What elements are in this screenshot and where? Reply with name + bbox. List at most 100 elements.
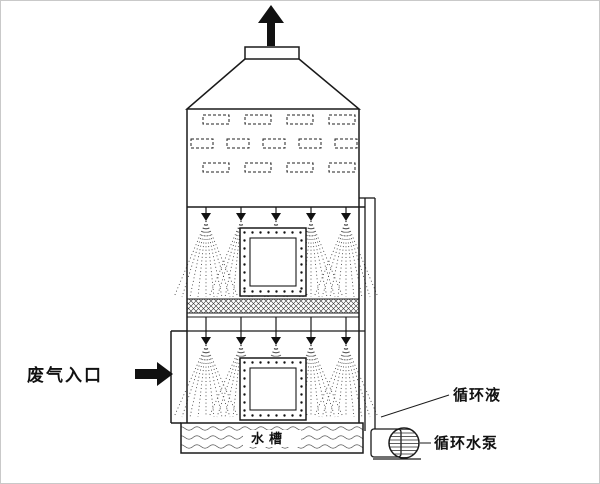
spray-jet [205,220,223,298]
lower-inspection-window [239,357,307,421]
spray-jet [329,344,347,418]
spray-jet [313,220,347,298]
bolt-dot [300,377,303,380]
packing-layer [186,298,360,314]
bolt-dot [283,414,286,417]
bolt-dot [251,290,254,293]
bolt-dot [267,231,270,234]
nozzle-icon [236,213,246,221]
stack-collar [244,46,300,60]
louver-slat [286,114,314,125]
louver-slat [334,138,358,149]
spray-jet [208,344,242,418]
louver-slat [202,114,230,125]
inlet-label: 废气入口 [27,365,103,385]
nozzle-icon [341,213,351,221]
bolt-dot [259,290,262,293]
upper-inspection-window [239,227,307,297]
bolt-dot [300,255,303,258]
spray-jet [173,344,207,418]
circulation-pipe [359,197,376,431]
spray-jet [310,220,344,298]
spray-jet [310,344,320,418]
bolt-dot [243,290,246,293]
spray-jet [197,220,207,298]
circulating-liquid-leader [380,394,450,418]
bolt-dot [243,393,246,396]
nozzle-icon [201,213,211,221]
water-tank: 水槽 [180,422,364,454]
exhaust-arrow-icon [258,5,284,46]
bolt-dot [243,377,246,380]
nozzle-icon [271,337,281,345]
bolt-dot [300,279,303,282]
circulating-pump-label: 循环水泵 [434,434,498,452]
bolt-dot [283,231,286,234]
spray-jet [224,220,242,298]
bolt-dot [243,414,246,417]
spray-jet [345,344,363,418]
spray-jet [345,220,371,298]
spray-jet [302,344,312,418]
upper-window-inner [249,237,297,287]
bolt-dot [291,290,294,293]
spray-jet [205,344,223,418]
bolt-dot [300,247,303,250]
bolt-dot [243,255,246,258]
bolt-dot [300,287,303,290]
bolt-dot [275,361,278,364]
bolt-dot [243,385,246,388]
bolt-dot [300,393,303,396]
spray-jet [310,220,336,298]
louver-slat [202,162,230,173]
bolt-dot [251,231,254,234]
hood [184,58,362,110]
bolt-dot [243,231,246,234]
spray-jet [337,220,347,298]
bolt-dot [275,231,278,234]
tank-label: 水槽 [251,431,287,446]
bolt-dot [243,279,246,282]
spray-jet [310,344,328,418]
spray-jet [189,220,207,298]
bolt-dot [300,271,303,274]
circulating-pump [370,427,421,460]
bolt-dot [299,361,302,364]
tank-label-bg [243,430,301,447]
bolt-dot [259,414,262,417]
bolt-dot [243,239,246,242]
bolt-dot [291,414,294,417]
bolt-dot [243,247,246,250]
spray-jet [321,220,347,298]
louver-slat [328,114,356,125]
spray-jet [232,344,242,418]
bolt-dot [259,231,262,234]
lower-window-inner [249,367,297,411]
spray-jet [205,220,231,298]
bolt-dot [243,271,246,274]
bolt-dot [267,290,270,293]
nozzle-icon [201,337,211,345]
louver-slat [244,114,272,125]
spray-jet [345,220,355,298]
bolt-dot [275,414,278,417]
spray-jet [310,344,344,418]
louver-slat [286,162,314,173]
bolt-dot [283,290,286,293]
spray-jet [224,344,242,418]
spray-jet [216,220,242,298]
bolt-dot [243,263,246,266]
bolt-dot [299,414,302,417]
bolt-dot [291,231,294,234]
bolt-dot [243,361,246,364]
nozzle-icon [341,337,351,345]
louver-slat [298,138,322,149]
spray-jet [173,220,207,298]
inlet-arrow-icon [135,362,173,386]
bolt-dot [300,239,303,242]
bolt-dot [291,361,294,364]
spray-jet [345,344,355,418]
bolt-dot [283,361,286,364]
